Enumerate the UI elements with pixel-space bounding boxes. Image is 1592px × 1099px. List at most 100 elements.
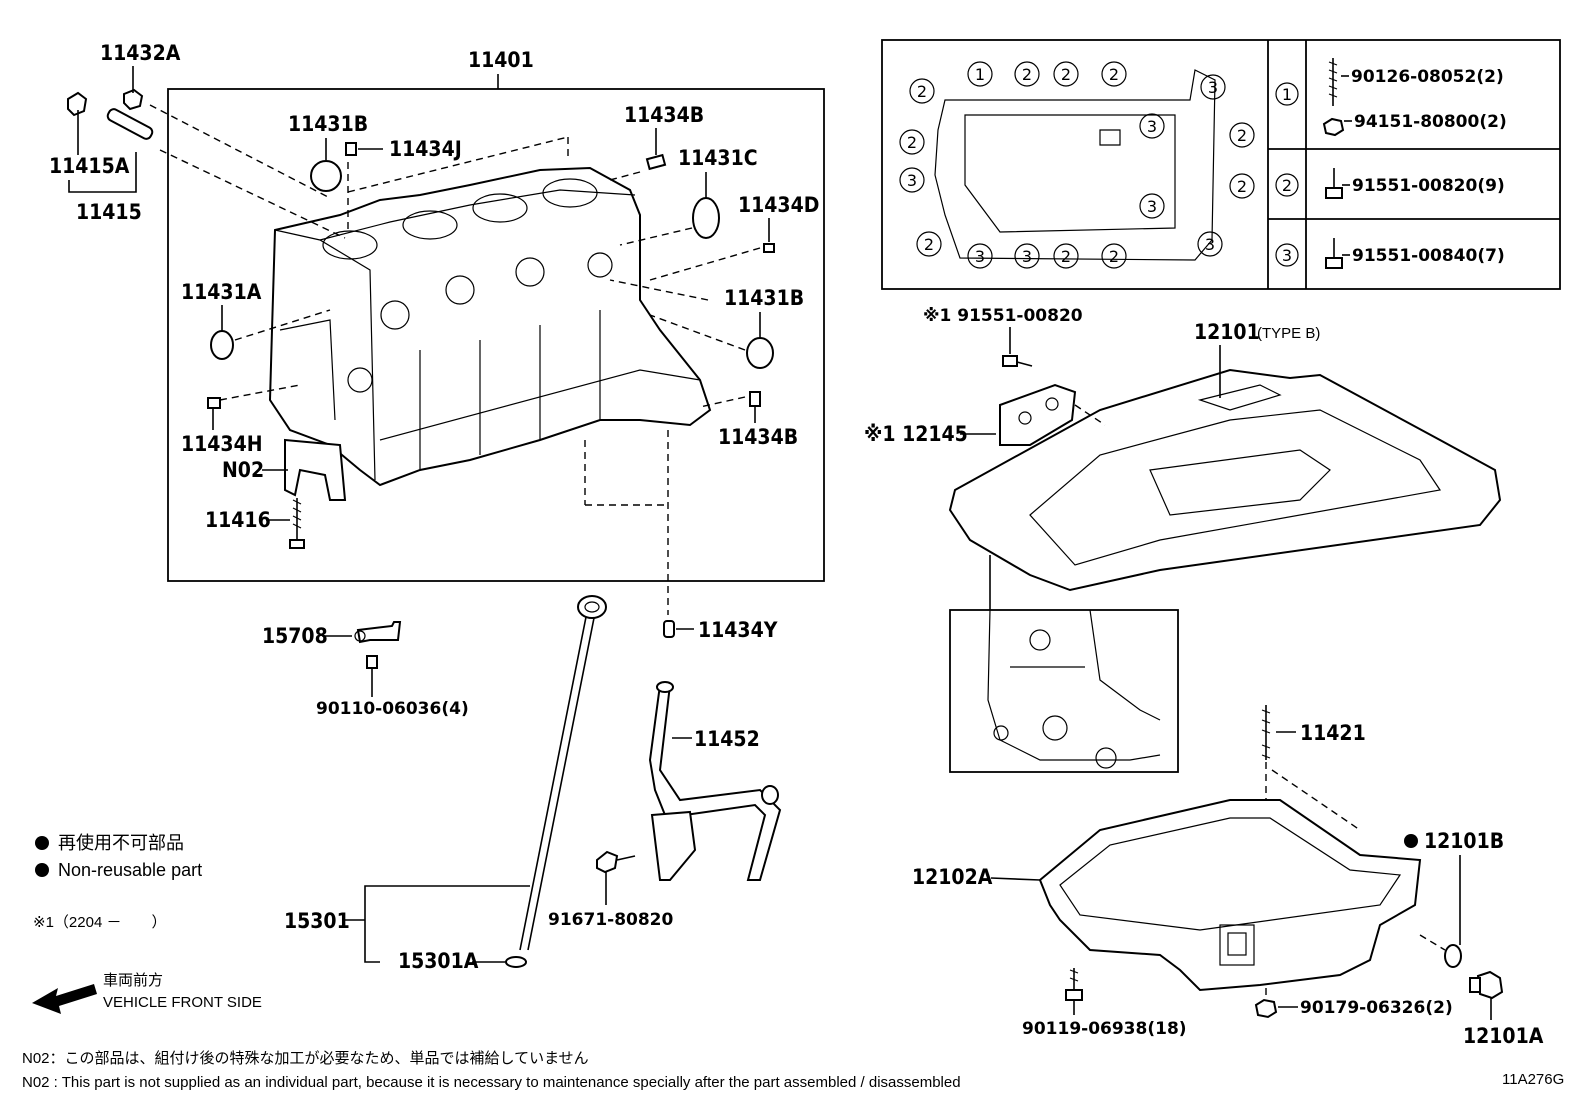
label-90110[interactable]: 90110-06036(4) bbox=[316, 699, 469, 719]
label-12101-type[interactable]: (TYPE B) bbox=[1257, 325, 1320, 342]
gasket-mark: 2 bbox=[1109, 65, 1119, 84]
gasket-mark-circle bbox=[1229, 122, 1255, 148]
label-11431C[interactable]: 11431C bbox=[678, 146, 758, 170]
label-91551-ref[interactable]: ※1 91551-00820 bbox=[923, 306, 1083, 326]
gasket-mark: 2 bbox=[1061, 65, 1071, 84]
detail-inset-drawing bbox=[987, 609, 1161, 769]
drain-plug-12101A bbox=[1469, 970, 1504, 1000]
bolt-mark-1-icon bbox=[1275, 82, 1299, 106]
gasket-mark: 3 bbox=[1205, 235, 1215, 254]
gasket-mark: 3 bbox=[1147, 197, 1157, 216]
gasket-mark-circle bbox=[1139, 113, 1165, 139]
gasket-mark-circle bbox=[1139, 193, 1165, 219]
label-11401[interactable]: 11401 bbox=[468, 48, 534, 72]
dash-12145 bbox=[1074, 404, 1106, 426]
label-11452[interactable]: 11452 bbox=[694, 727, 760, 751]
leader-15301-bracket bbox=[364, 885, 530, 963]
label-12145[interactable]: ※1 12145 bbox=[864, 422, 968, 446]
label-12101B[interactable]: 12101B bbox=[1424, 829, 1504, 853]
legend-non-reusable-en: Non-reusable part bbox=[58, 860, 202, 880]
bolt-mark-2-icon bbox=[1275, 173, 1299, 197]
label-12102A[interactable]: 12102A bbox=[912, 865, 993, 889]
label-11431B-top[interactable]: 11431B bbox=[288, 112, 368, 136]
label-12101A[interactable]: 12101A bbox=[1463, 1024, 1544, 1048]
dipstick-15301 bbox=[519, 595, 607, 951]
bolt-11416 bbox=[289, 498, 305, 549]
footnote-n02-jp: N02：この部品は、組付け後の特殊な加工が必要なため、単品では補給していません bbox=[22, 1050, 589, 1067]
bolt-part-90126[interactable]: 90126-08052(2) bbox=[1351, 67, 1504, 87]
gasket-mark-circle bbox=[1014, 61, 1040, 87]
label-12101[interactable]: 12101 bbox=[1194, 320, 1260, 344]
legend-front-en: VEHICLE FRONT SIDE bbox=[103, 994, 262, 1011]
label-11415[interactable]: 11415 bbox=[76, 200, 142, 224]
label-11432A[interactable]: 11432A bbox=[100, 41, 181, 65]
gasket-mark: 2 bbox=[917, 82, 927, 101]
gasket-mark: 2 bbox=[1237, 177, 1247, 196]
assembly-dashed-lines bbox=[149, 104, 761, 615]
label-15301[interactable]: 15301 bbox=[284, 909, 350, 933]
gasket-mark: 3 bbox=[1147, 117, 1157, 136]
bolt-mark-1: 1 bbox=[1282, 85, 1292, 104]
footnote-n02-en: N02 : This part is not supplied as an in… bbox=[22, 1074, 961, 1091]
front-arrow-icon bbox=[32, 984, 97, 1014]
gasket-outline bbox=[934, 69, 1216, 261]
gasket-mark: 2 bbox=[1022, 65, 1032, 84]
label-11434J[interactable]: 11434J bbox=[389, 137, 462, 161]
gasket-mark: 2 bbox=[907, 133, 917, 152]
gasket-mark-circle bbox=[1229, 173, 1255, 199]
label-11431A[interactable]: 11431A bbox=[181, 280, 262, 304]
bolt-mark-2: 2 bbox=[1282, 176, 1292, 195]
flange-bolt-head-2 bbox=[1325, 187, 1343, 199]
non-reusable-bullet-en bbox=[35, 863, 49, 877]
nut-icon bbox=[1322, 117, 1345, 137]
non-reusable-bullet-jp bbox=[35, 836, 49, 850]
label-11434B-top[interactable]: 11434B bbox=[624, 103, 704, 127]
nut-90179 bbox=[1254, 998, 1278, 1019]
cylinder-block-illustration bbox=[268, 166, 712, 487]
label-11434H[interactable]: 11434H bbox=[181, 432, 263, 456]
cylinder-block-group-box bbox=[167, 88, 825, 582]
gasket-mark-circle bbox=[1014, 243, 1040, 269]
gasket-mark-circle bbox=[1200, 74, 1226, 100]
gasket-mark-circle bbox=[1101, 61, 1127, 87]
label-11434D[interactable]: 11434D bbox=[738, 193, 819, 217]
label-91671[interactable]: 91671-80820 bbox=[548, 910, 674, 930]
label-11434B-bottom[interactable]: 11434B bbox=[718, 425, 798, 449]
label-90179[interactable]: 90179-06326(2) bbox=[1300, 998, 1453, 1018]
gasket-12101B bbox=[1444, 944, 1462, 968]
label-N02[interactable]: N02 bbox=[222, 458, 264, 482]
label-11434Y[interactable]: 11434Y bbox=[698, 618, 778, 642]
stud-bolt-icon bbox=[1328, 58, 1338, 106]
legend-note1: ※1（2204 － ） bbox=[33, 914, 166, 931]
bolt-90119 bbox=[1065, 968, 1083, 1001]
bolt-chart-row-1: 1 90126-08052(2) 94151-80800(2) bbox=[1275, 58, 1507, 137]
gasket-mark: 3 bbox=[1208, 78, 1218, 97]
plug-11431B-top bbox=[310, 160, 342, 192]
gasket-mark-circle bbox=[1053, 243, 1079, 269]
pin-11434H bbox=[207, 397, 221, 409]
gasket-mark-circle bbox=[899, 129, 925, 155]
bolt-part-94151[interactable]: 94151-80800(2) bbox=[1354, 112, 1507, 132]
label-11416[interactable]: 11416 bbox=[205, 508, 271, 532]
pin-11434D bbox=[763, 243, 775, 253]
bolt-part-91551-00820[interactable]: 91551-00820(9) bbox=[1352, 176, 1505, 196]
leader-11415 bbox=[68, 152, 137, 193]
label-15708[interactable]: 15708 bbox=[262, 624, 328, 648]
gasket-mark-circle bbox=[967, 61, 993, 87]
gasket-mark: 2 bbox=[1237, 126, 1247, 145]
label-11431B-right[interactable]: 11431B bbox=[724, 286, 804, 310]
flange-bolt-head-3 bbox=[1325, 257, 1343, 269]
pin-11434Y bbox=[663, 620, 675, 638]
label-11415A[interactable]: 11415A bbox=[49, 154, 130, 178]
gasket-mark-circle bbox=[1197, 231, 1223, 257]
label-90119[interactable]: 90119-06938(18) bbox=[1022, 1019, 1187, 1039]
plug-11431B-right bbox=[746, 337, 774, 369]
bolt-part-91551-00840[interactable]: 91551-00840(7) bbox=[1352, 246, 1505, 266]
non-reusable-marker-12101B bbox=[1404, 834, 1418, 848]
label-15301A[interactable]: 15301A bbox=[398, 949, 479, 973]
label-11421[interactable]: 11421 bbox=[1300, 721, 1366, 745]
gasket-mark-circle bbox=[1053, 61, 1079, 87]
pin-11434J bbox=[345, 142, 357, 156]
gasket-mark: 3 bbox=[907, 171, 917, 190]
